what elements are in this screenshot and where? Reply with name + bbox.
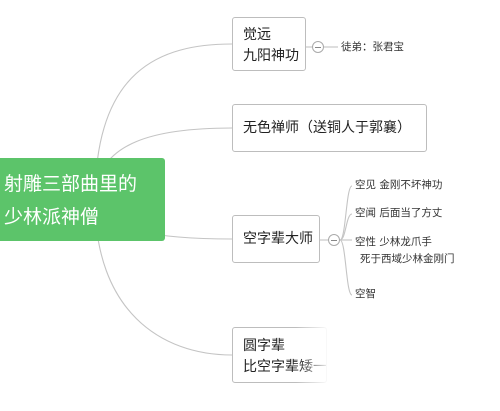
root-topic[interactable]: 射雕三部曲里的 少林派神僧 (0, 158, 165, 241)
topic-kong[interactable]: 空字辈大师 (232, 215, 320, 263)
topic-yuan-line1: 圆字辈 (243, 338, 285, 354)
root-topic-line2: 少林派神僧 (4, 206, 100, 228)
topic-wuse-label: 无色禅师（送铜人于郭襄） (243, 120, 411, 136)
topic-jueyuan-line1: 觉远 (243, 27, 271, 43)
subtopic-kongwen[interactable]: 空闻 后面当了方丈 (355, 207, 443, 219)
root-topic-line1: 射雕三部曲里的 (4, 173, 138, 195)
topic-wuse[interactable]: 无色禅师（送铜人于郭襄） (232, 104, 427, 152)
collapse-jueyuan-icon[interactable] (312, 41, 324, 53)
topic-kong-label: 空字辈大师 (243, 231, 313, 247)
topic-jueyuan-line2: 九阳神功 (243, 48, 299, 64)
subtopic-kongzhi[interactable]: 空智 (355, 288, 376, 300)
edge-fade-overlay (296, 322, 336, 392)
subtopic-jueyuan-disciple[interactable]: 徒弟：张君宝 (341, 41, 404, 53)
subtopic-kongxing-note: 死于西域少林金刚门 (360, 253, 455, 265)
collapse-kong-icon[interactable] (328, 234, 340, 246)
subtopic-kongxing[interactable]: 空性 少林龙爪手 (355, 236, 432, 248)
topic-jueyuan[interactable]: 觉远 九阳神功 (232, 17, 306, 71)
subtopic-kongjian[interactable]: 空见 金刚不坏神功 (355, 179, 443, 191)
